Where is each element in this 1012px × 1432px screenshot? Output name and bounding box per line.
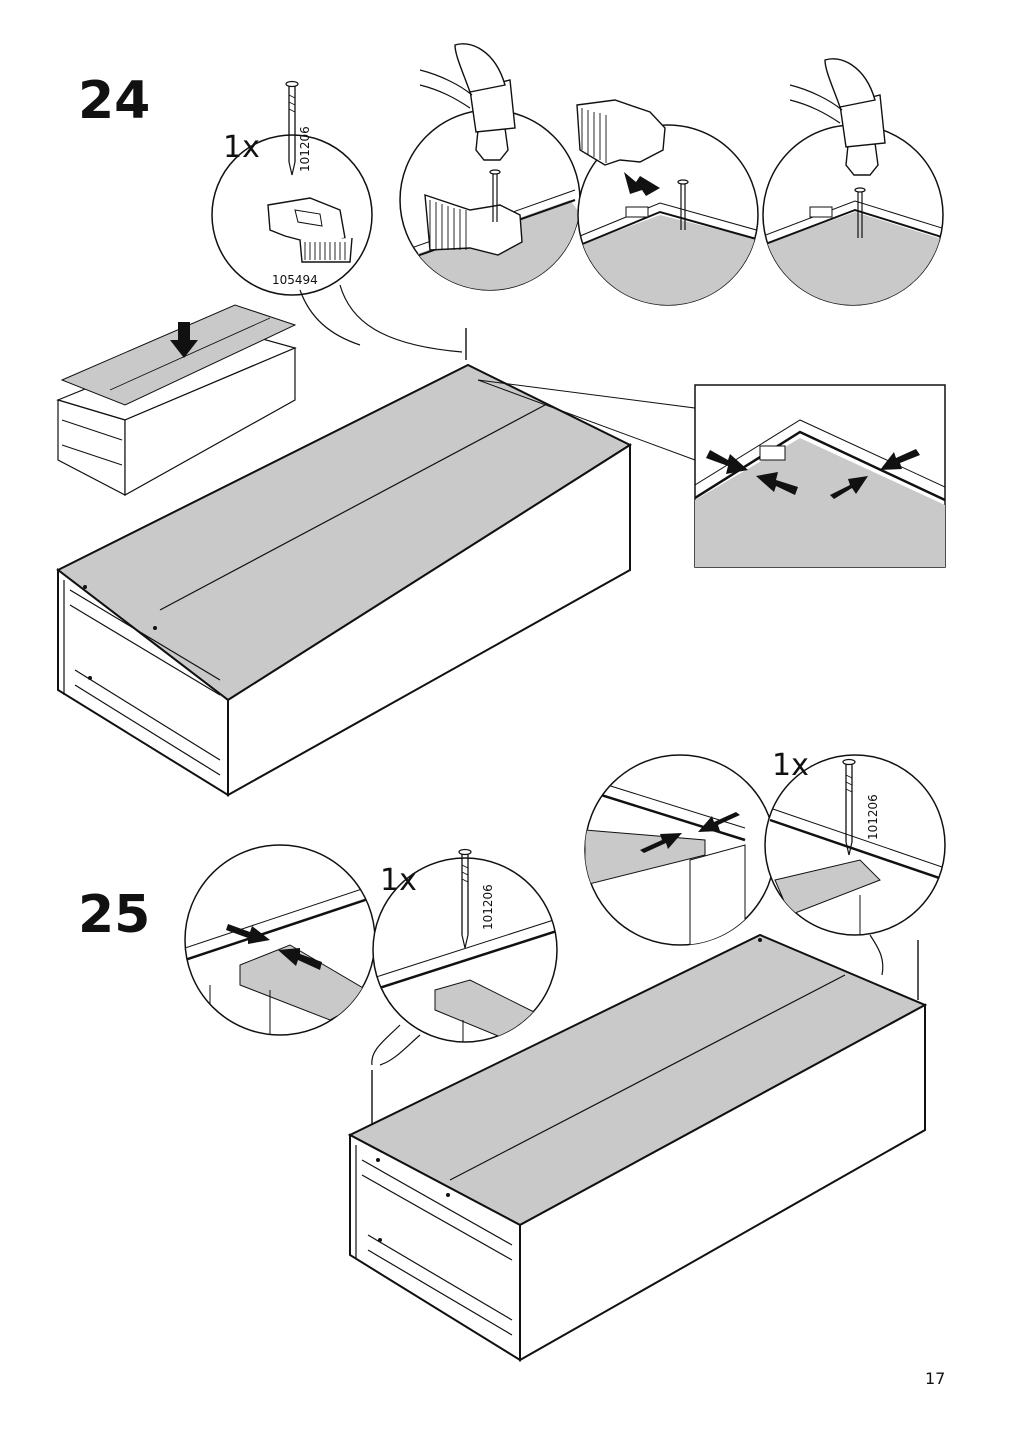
clip-part-code: 105494 <box>272 273 318 287</box>
nail-part-code: 101206 <box>866 794 880 840</box>
nail-part-code: 101206 <box>298 126 312 172</box>
clip-icon <box>267 197 353 263</box>
quantity-label: 1x <box>223 130 260 165</box>
detail-circle-left-nail <box>371 848 558 1066</box>
quantity-label: 1x <box>772 748 809 783</box>
step-number: 25 <box>78 885 150 945</box>
arrow-icon <box>640 812 740 853</box>
nail-icon <box>489 169 501 222</box>
nail-part-code: 101206 <box>481 884 495 930</box>
detail-circle-hammer-clip <box>399 43 581 291</box>
hammer-icon <box>419 43 516 161</box>
down-arrow-icon <box>170 322 198 358</box>
quantity-label: 1x <box>380 863 417 898</box>
arrow-icon <box>706 449 920 499</box>
detail-circle-hammer-nail <box>762 58 944 306</box>
detail-circle-right-nail <box>764 754 946 976</box>
nail-icon <box>842 758 856 856</box>
nail-icon <box>285 80 299 176</box>
nail-icon <box>458 848 472 949</box>
arrow-icon <box>624 172 660 196</box>
clip-icon <box>576 99 666 166</box>
arrow-icon <box>226 924 322 970</box>
step-number: 24 <box>78 71 150 131</box>
detail-circle-right-gap <box>584 754 776 946</box>
overview-cabinet <box>56 304 297 497</box>
hammer-icon <box>789 58 886 176</box>
zoom-detail-box <box>694 384 946 568</box>
detail-circle-nail-clip <box>211 80 463 353</box>
detail-circle-slide-clip <box>576 99 759 306</box>
clip-icon <box>424 193 523 256</box>
nail-icon <box>854 187 866 238</box>
page-number: 17 <box>925 1369 945 1388</box>
main-cabinet <box>347 933 928 1362</box>
detail-circle-left-gap <box>184 844 376 1036</box>
nail-icon <box>677 179 689 230</box>
main-cabinet <box>56 328 696 797</box>
